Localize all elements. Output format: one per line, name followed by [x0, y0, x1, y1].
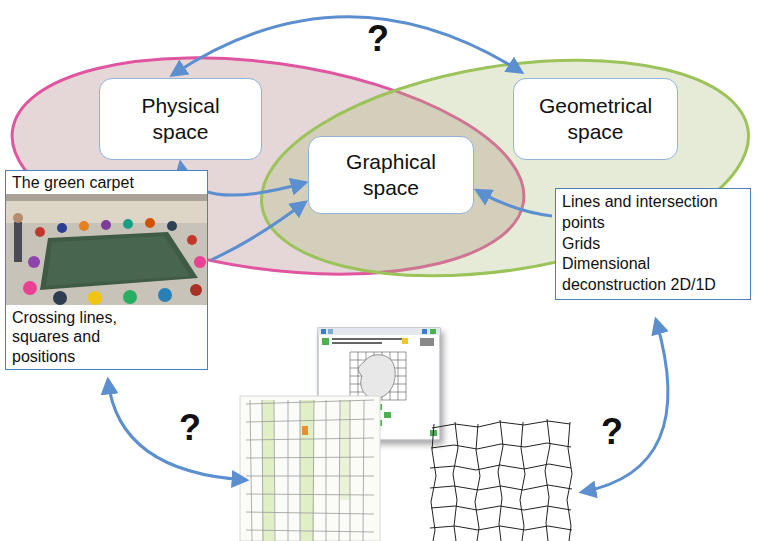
- box-text-line: Dimensional deconstruction 2D/1D: [562, 254, 744, 296]
- space-box: Geometrical space: [513, 78, 678, 160]
- hand-drawn-grid: [430, 419, 572, 541]
- question-arrow: [108, 380, 246, 480]
- connector-arrow: [211, 202, 305, 260]
- connector-arrow: [477, 191, 552, 216]
- box-text-line: Crossing lines, squares and positions: [6, 306, 156, 368]
- carpet-panel: The green carpetCrossing lines, squares …: [5, 170, 208, 370]
- box-text: Physical space: [122, 93, 240, 146]
- question-mark: ?: [601, 414, 623, 450]
- space-box: Graphical space: [308, 136, 474, 214]
- box-text: The green carpet: [6, 171, 207, 194]
- question-mark: ?: [367, 21, 389, 57]
- space-box: Physical space: [99, 78, 262, 160]
- question-mark: ?: [179, 410, 201, 446]
- green-region: [246, 29, 757, 307]
- connector-arrow: [172, 17, 521, 75]
- box-text: Graphical space: [332, 149, 450, 202]
- carpet-photo: [6, 193, 207, 305]
- grid-sketch: [240, 396, 380, 541]
- box-text: Lines and intersection points: [562, 192, 744, 234]
- box-text-line: Grids: [562, 234, 744, 255]
- question-arrow: [582, 320, 668, 492]
- box-content: Physical space: [122, 93, 240, 146]
- concept-list-box: Lines and intersection pointsGridsDimens…: [555, 188, 751, 300]
- box-content: Graphical space: [332, 149, 450, 202]
- photo-space: [6, 194, 207, 306]
- box-content: Geometrical space: [537, 93, 655, 146]
- box-text: Geometrical space: [537, 93, 655, 146]
